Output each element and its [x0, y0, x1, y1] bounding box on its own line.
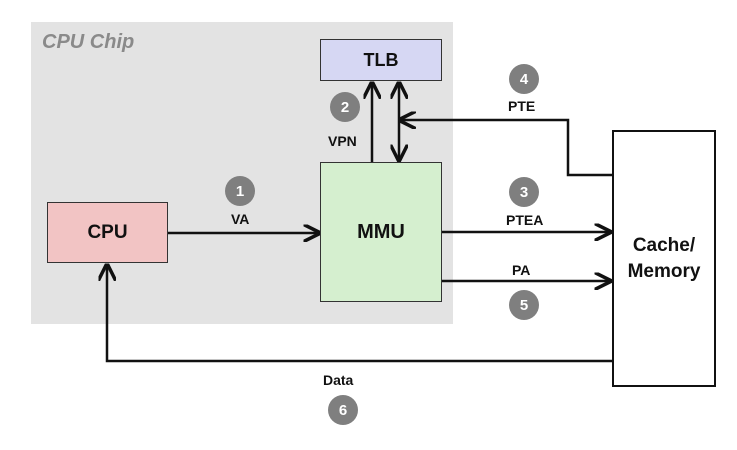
tlb-box: TLB	[320, 39, 442, 81]
pte-arrow	[400, 120, 612, 177]
cache-memory-box: Cache/ Memory	[612, 130, 716, 387]
pa-label: PA	[512, 262, 531, 278]
mmu-box: MMU	[320, 162, 442, 302]
cpu-box: CPU	[47, 202, 168, 263]
step-badge-4: 4	[509, 64, 539, 94]
step-badge-2: 2	[330, 92, 360, 122]
step-badge-5: 5	[509, 290, 539, 320]
data-label: Data	[323, 372, 354, 388]
cpu-chip-label: CPU Chip	[42, 31, 135, 53]
step-badge-6: 6	[328, 395, 358, 425]
data-arrow	[107, 265, 612, 363]
ptea-label: PTEA	[506, 212, 544, 228]
vpn-label: VPN	[328, 133, 357, 149]
va-label: VA	[231, 211, 250, 227]
step-badge-3: 3	[509, 177, 539, 207]
pte-label: PTE	[508, 98, 536, 114]
step-badge-1: 1	[225, 176, 255, 206]
